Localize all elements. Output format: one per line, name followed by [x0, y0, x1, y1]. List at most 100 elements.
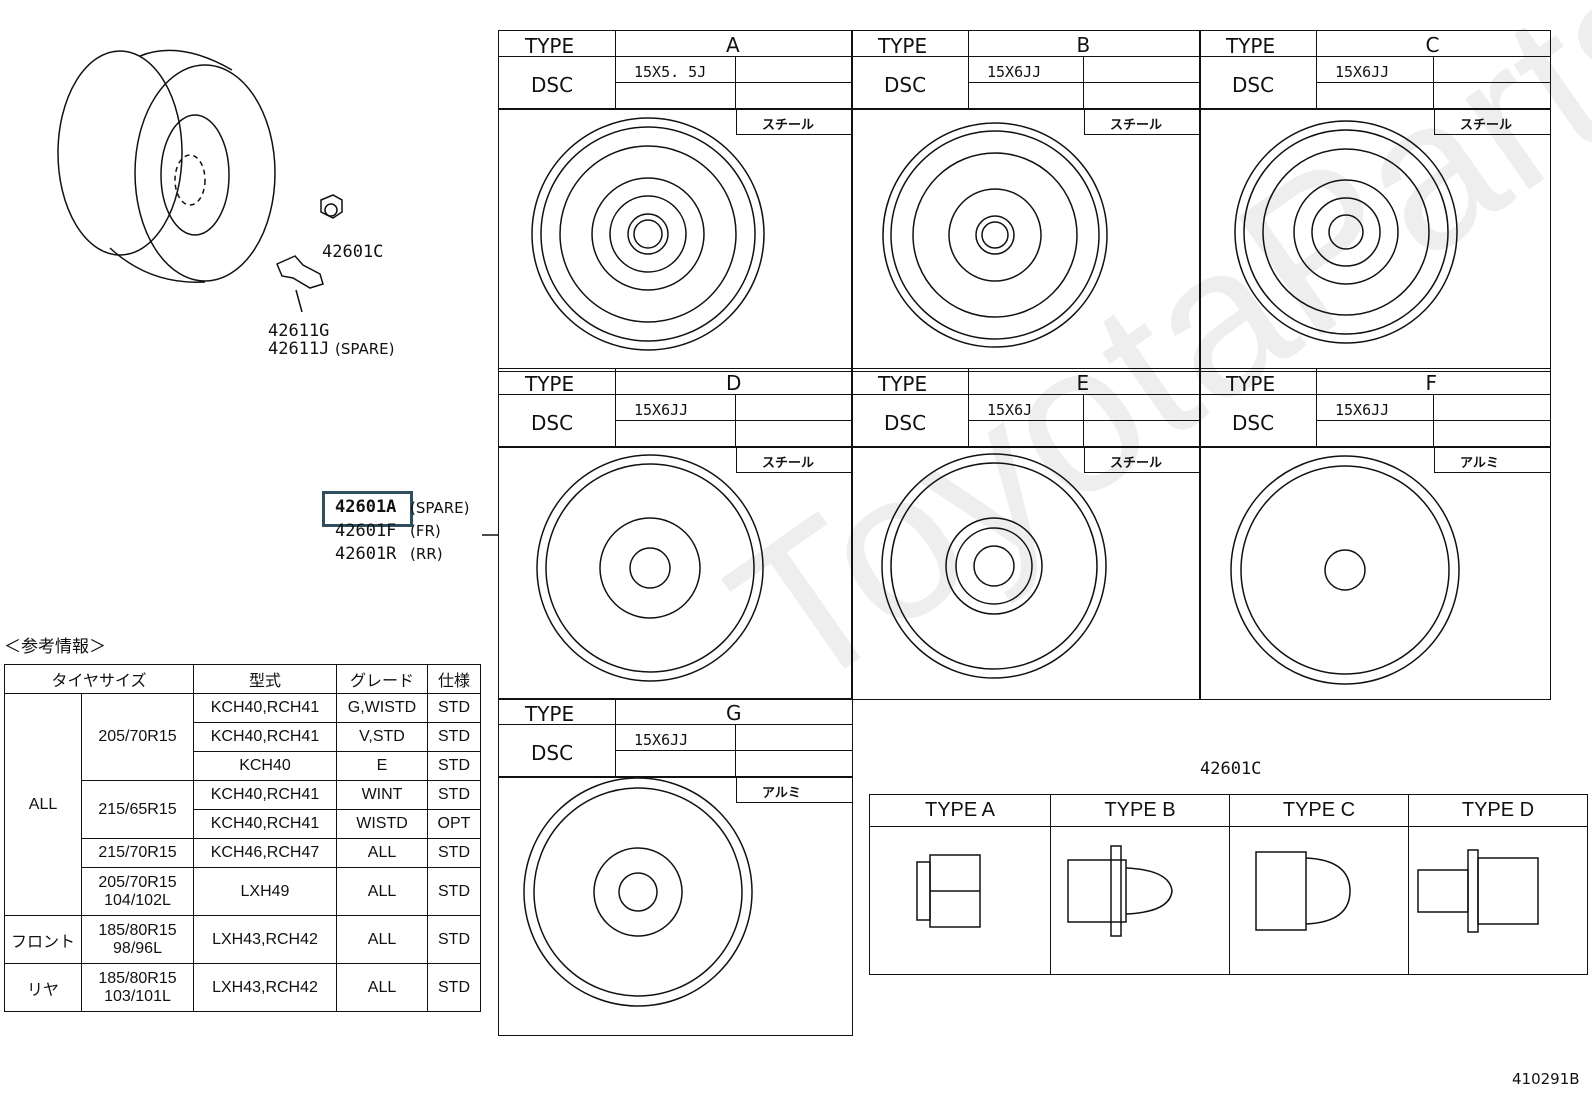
nut-type-c-label: TYPE C: [1229, 794, 1409, 827]
grade: ALL: [336, 838, 428, 868]
dsc-label: DSC: [884, 411, 927, 435]
model: KCH40,RCH41: [193, 809, 337, 839]
type-letter: E: [1076, 371, 1090, 395]
wheel-size: 15X6JJ: [1335, 63, 1390, 81]
type-label: TYPE: [1226, 372, 1276, 396]
part-number-42601f: 42601F: [335, 521, 397, 541]
spec: STD: [427, 722, 481, 752]
nut-type-a-label: TYPE A: [869, 794, 1051, 827]
grade: E: [336, 751, 428, 781]
wheel-size: 15X6JJ: [987, 63, 1042, 81]
wheel-size: 15X6JJ: [634, 401, 689, 419]
type-letter: C: [1425, 33, 1440, 57]
wheel-material: アルミ: [1460, 456, 1499, 471]
part-note-front: (FR): [410, 522, 441, 540]
dsc-label: DSC: [531, 73, 574, 97]
type-letter: G: [726, 701, 742, 725]
wheel-material: スチール: [1110, 456, 1163, 471]
wheel-type-c-drawing: [1234, 120, 1458, 344]
model: LXH43,RCH42: [193, 915, 337, 964]
wheel-type-g-drawing: [523, 777, 753, 1007]
wheel-type-f-drawing: [1230, 455, 1460, 685]
dsc-label: DSC: [1232, 73, 1275, 97]
grade: WINT: [336, 780, 428, 810]
part-number-42611j: 42611J: [268, 339, 330, 359]
type-letter: D: [726, 371, 742, 395]
part-number-42601r: 42601R: [335, 544, 397, 564]
model: KCH46,RCH47: [193, 838, 337, 868]
part-number-42611g: 42611G: [268, 321, 330, 341]
part-note-spare-valve: (SPARE): [335, 340, 395, 358]
type-letter: F: [1425, 371, 1438, 395]
group-front: フロント: [4, 915, 82, 964]
highlight-box: [322, 491, 413, 527]
grade: WISTD: [336, 809, 428, 839]
model: KCH40,RCH41: [193, 780, 337, 810]
model: KCH40,RCH41: [193, 722, 337, 752]
nut-table-title: 42601C: [1200, 759, 1262, 779]
part-note-rear: (RR): [410, 545, 443, 563]
spec: OPT: [427, 809, 481, 839]
spec: STD: [427, 915, 481, 964]
wheel-type-box: TYPE A DSC 15X5. 5J スチール: [498, 30, 853, 372]
tire-size: 215/70R15: [81, 838, 194, 868]
wheel-material: アルミ: [762, 786, 801, 801]
dsc-label: DSC: [531, 741, 574, 765]
tire-size: 215/65R15: [81, 780, 194, 839]
model: KCH40: [193, 751, 337, 781]
wheel-type-box: TYPE E DSC 15X6J スチール: [851, 368, 1201, 700]
nut-types-table: TYPE A TYPE B TYPE C TYPE D: [869, 794, 1588, 975]
wheel-size: 15X6JJ: [1335, 401, 1390, 419]
reference-table: タイヤサイズ 型式 グレード 仕様 ALL 205/70R15 KCH40,RC…: [4, 664, 481, 1012]
dsc-label: DSC: [1232, 411, 1275, 435]
wheel-material: スチール: [1460, 118, 1513, 133]
wheel-type-box: TYPE D DSC 15X6JJ スチール: [498, 368, 853, 700]
type-label: TYPE: [525, 372, 575, 396]
dsc-label: DSC: [884, 73, 927, 97]
part-note-spare-wheel: (SPARE): [410, 499, 470, 517]
type-label: TYPE: [525, 34, 575, 58]
group-all: ALL: [4, 693, 82, 916]
grade: V,STD: [336, 722, 428, 752]
diagram-code: 410291B: [1512, 1070, 1580, 1088]
valve-stem-icon: [276, 255, 324, 313]
type-letter: A: [726, 33, 740, 57]
type-label: TYPE: [878, 34, 928, 58]
nut-type-d-label: TYPE D: [1408, 794, 1588, 827]
type-label: TYPE: [878, 372, 928, 396]
wheel-material: スチール: [762, 118, 815, 133]
part-number-42601c: 42601C: [322, 242, 384, 262]
wheel-size: 15X5. 5J: [634, 63, 707, 81]
spec: STD: [427, 780, 481, 810]
spec: STD: [427, 693, 481, 723]
wheel-type-box: TYPE F DSC 15X6JJ アルミ: [1199, 368, 1551, 700]
wheel-material: スチール: [1110, 118, 1163, 133]
model: KCH40,RCH41: [193, 693, 337, 723]
tire-illustration: [57, 49, 276, 283]
spec: STD: [427, 867, 481, 916]
reference-title: ＜参考情報＞: [4, 637, 106, 657]
spec: STD: [427, 838, 481, 868]
grade: ALL: [336, 963, 428, 1012]
header-tire-size: タイヤサイズ: [4, 664, 194, 694]
wheel-type-b-drawing: [882, 122, 1108, 348]
wheel-type-d-drawing: [536, 454, 764, 682]
group-rear: リヤ: [4, 963, 82, 1012]
part-number-42601a: 42601A: [335, 497, 397, 517]
wheel-type-box: TYPE G DSC 15X6JJ アルミ: [498, 698, 853, 1036]
wheel-type-e-drawing: [881, 453, 1107, 679]
wheel-size: 15X6JJ: [634, 731, 689, 749]
spec: STD: [427, 751, 481, 781]
type-label: TYPE: [525, 702, 575, 726]
wheel-type-box: TYPE B DSC 15X6JJ スチール: [851, 30, 1201, 372]
type-label: TYPE: [1226, 34, 1276, 58]
wheel-material: スチール: [762, 456, 815, 471]
tire-size: 205/70R15: [81, 693, 194, 781]
model: LXH43,RCH42: [193, 963, 337, 1012]
grade: ALL: [336, 867, 428, 916]
lug-nut-icon: [320, 194, 343, 219]
header-model: 型式: [193, 664, 337, 694]
